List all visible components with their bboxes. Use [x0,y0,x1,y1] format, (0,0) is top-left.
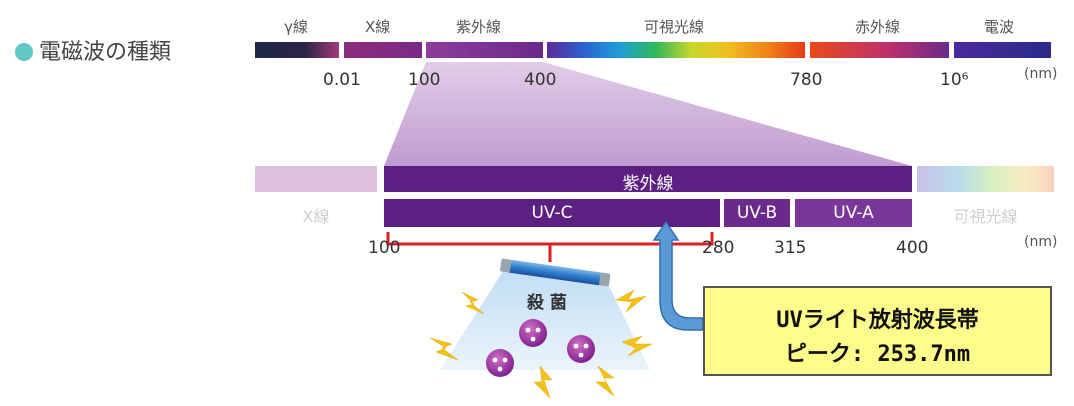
uv-wavelength-callout: UVライト放射波長帯 ピーク: 253.7nm [703,286,1052,376]
infrared-band [810,42,949,58]
visible-faint-label: 可視光線 [953,207,1018,226]
microbe-icon [519,319,547,347]
microbe-icon [486,349,514,377]
uvc-band [384,199,720,227]
xray-label: X線 [365,18,391,36]
top-tick-2: 400 [524,70,557,90]
page-title: 電磁波の種類 [15,34,171,66]
uva-band [795,199,912,227]
infrared-label: 赤外線 [855,18,901,36]
xray-band [344,42,422,58]
bullet-dot-icon [15,43,33,61]
uv-main-label: 紫外線 [622,174,674,194]
detail-tick-3: 400 [896,238,929,258]
sterilize-label: 殺 菌 [527,293,567,313]
callout-line2: ピーク: 253.7nm [784,342,971,367]
detail-tick-0: 100 [368,238,401,258]
uv-lamp-icon [500,258,611,287]
radio-label: 電波 [984,18,1015,36]
microbe-icon [567,335,595,363]
light-cone [440,268,650,370]
top-tick-4: 10⁶ [940,70,969,90]
uv-main-band [384,166,912,192]
gamma-label: γ線 [284,18,308,36]
top-tick-0: 0.01 [323,70,361,90]
uva-label: UV-A [833,203,874,223]
spark-icon [429,289,653,399]
callout-line1: UVライト放射波長帯 [776,308,979,333]
uvb-label: UV-B [736,203,778,223]
uvb-band [724,199,790,227]
radio-band [954,42,1051,58]
peak-arrow-icon [652,220,704,331]
zoom-wedge [384,62,912,166]
uvc-label: UV-C [531,203,573,223]
detail-tick-1: 280 [702,238,735,258]
top-unit: (nm) [1024,66,1058,82]
uvc-bracket [386,232,714,262]
xray-faint-band [255,166,377,192]
top-tick-3: 780 [790,70,823,90]
xray-faint-label: X線 [302,207,330,226]
visible-band [547,42,805,58]
gamma-band [255,42,339,58]
detail-unit: (nm) [1024,234,1058,250]
uv-band-top [426,42,543,58]
top-tick-1: 100 [408,70,441,90]
uv-label: 紫外線 [456,18,502,36]
detail-tick-2: 315 [774,238,807,258]
visible-label: 可視光線 [644,18,705,36]
visible-faint-band [917,166,1054,192]
page-title-text: 電磁波の種類 [39,40,172,65]
